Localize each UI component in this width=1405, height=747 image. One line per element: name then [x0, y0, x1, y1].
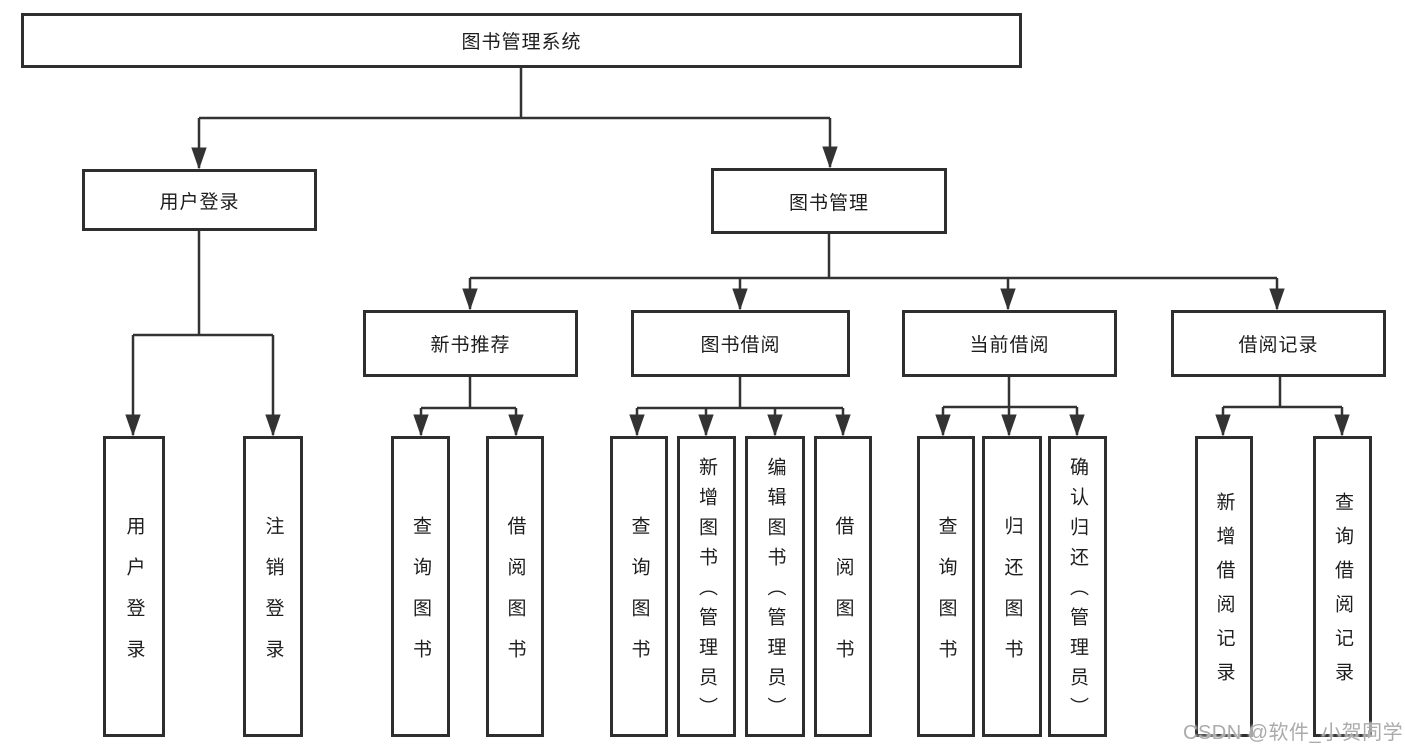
node-book-borrow-label: 图书借阅: [700, 335, 781, 356]
node-current-borrow-label: 当前借阅: [969, 335, 1050, 356]
leaf-borrow-books: 借阅图书: [814, 436, 872, 737]
connector-current-borrow-leaves: [943, 376, 1077, 435]
leaf-borrow-books-recommend-label: 借阅图书: [504, 515, 526, 680]
leaf-add-book-admin: 新增图书（管理员）: [677, 436, 736, 737]
leaf-add-book-admin-label: 新增图书（管理员）: [696, 457, 717, 727]
node-book-management-label: 图书管理: [788, 192, 869, 214]
leaf-query-books-recommend-label: 查询图书: [410, 515, 431, 680]
node-borrow-records: 借阅记录: [1171, 310, 1386, 377]
node-root-label: 图书管理系统: [461, 32, 582, 53]
leaf-add-borrow-record: 新增借阅记录: [1195, 436, 1253, 737]
csdn-watermark: CSDN @软件_小贺同学: [1183, 722, 1404, 744]
leaf-return-book-label: 归还图书: [1001, 515, 1023, 680]
leaf-return-book: 归还图书: [982, 436, 1042, 737]
node-book-management-branch: 图书管理: [711, 168, 947, 234]
node-user-login-branch: 用户登录: [82, 169, 317, 231]
leaf-query-books-recommend: 查询图书: [391, 436, 450, 737]
connector-book-borrow-leaves: [637, 376, 843, 435]
node-new-book-recommend: 新书推荐: [363, 310, 578, 377]
node-root-system: 图书管理系统: [21, 13, 1022, 68]
node-new-book-recommend-label: 新书推荐: [430, 335, 511, 356]
connector-user-branch: [133, 230, 273, 435]
node-book-borrow: 图书借阅: [631, 310, 850, 377]
connector-new-book-rec-leaves: [421, 376, 516, 435]
leaf-query-borrow-record: 查询借阅记录: [1313, 436, 1372, 737]
node-current-borrow: 当前借阅: [902, 310, 1117, 377]
leaf-add-borrow-record-label: 新增借阅记录: [1213, 492, 1235, 696]
leaf-query-books-borrow-label: 查询图书: [628, 515, 650, 680]
leaf-query-books-current: 查询图书: [917, 436, 975, 737]
leaf-borrow-books-label: 借阅图书: [832, 515, 854, 680]
leaf-query-borrow-record-label: 查询借阅记录: [1332, 492, 1353, 696]
leaf-logout-label: 注销登录: [262, 515, 284, 680]
leaf-query-books-current-label: 查询图书: [935, 515, 957, 680]
node-borrow-records-label: 借阅记录: [1238, 335, 1319, 356]
leaf-confirm-return-admin-label: 确认归还（管理员）: [1067, 457, 1088, 727]
leaf-confirm-return-admin: 确认归还（管理员）: [1048, 436, 1107, 737]
connector-borrow-records-leaves: [1223, 376, 1342, 435]
leaf-logout: 注销登录: [243, 436, 303, 737]
connector-book-to-level3: [470, 233, 1277, 309]
leaf-query-books-borrow: 查询图书: [610, 436, 668, 737]
leaf-borrow-books-recommend: 借阅图书: [486, 436, 544, 737]
node-user-login-label: 用户登录: [159, 191, 240, 213]
leaf-edit-book-admin-label: 编辑图书（管理员）: [764, 457, 786, 727]
leaf-user-login-label: 用户登录: [123, 515, 145, 680]
leaf-edit-book-admin: 编辑图书（管理员）: [745, 436, 805, 737]
connector-root-to-level2: [199, 68, 830, 168]
leaf-user-login: 用户登录: [103, 436, 165, 737]
